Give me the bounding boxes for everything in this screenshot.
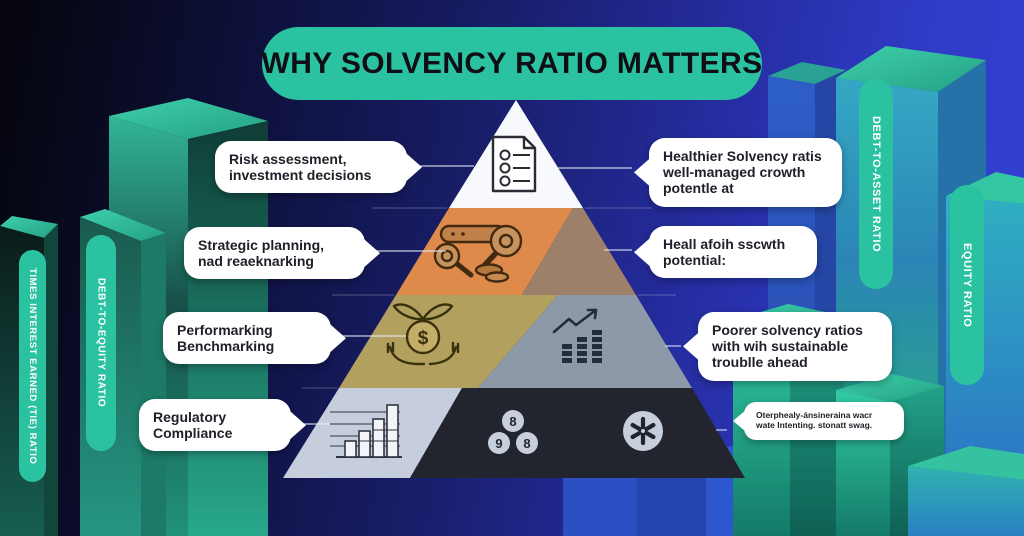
pillar-label-debt-to-equity: DEBT-TO-EQUITY RATIO	[86, 235, 116, 451]
dollar-glyph: $	[418, 328, 429, 349]
checklist-document-icon	[491, 135, 537, 193]
pillar-label-text: EQUITY RATIO	[961, 242, 973, 328]
pillar-label-equity-ratio: EQUITY RATIO	[950, 185, 984, 385]
callout-text: Risk assessment, investment decisions	[229, 151, 372, 184]
callout-healthier-solvency: Healthier Solvency ratis well-managed cr…	[649, 138, 842, 207]
page-title: WHY SOLVENCY RATIO MATTERS	[261, 46, 763, 80]
pyramid-level-3-left	[339, 295, 558, 388]
callout-text: Healthier Solvency ratis well-managed cr…	[663, 148, 822, 197]
number-badges: 8 9 8	[488, 410, 538, 454]
callout-risk-assessment: Risk assessment, investment decisions	[215, 141, 407, 194]
pillar-label-debt-to-asset: DEBT-TO-ASSET RATIO	[859, 79, 893, 289]
pillar-label-text: DEBT-TO-ASSET RATIO	[870, 115, 882, 253]
pyramid-level-2-left	[396, 208, 573, 295]
callout-text: Strategic planning, nad reaeknarking	[198, 237, 325, 270]
level-extension-lines	[302, 207, 676, 389]
badge-number: 8	[523, 436, 530, 451]
growth-chart-icon	[552, 308, 602, 363]
callout-regulatory-compliance: Regulatory Compliance	[139, 399, 291, 452]
pillar-label-text: DEBT-TO-EQUITY RATIO	[95, 278, 107, 408]
callout-text: Regulatory Compliance	[153, 409, 233, 442]
callout-text: Oterphealy-ánsineraina wacr wate Intenti…	[756, 410, 873, 430]
asterisk-icon	[623, 411, 663, 451]
pyramid-level-4-right	[410, 388, 745, 478]
callout-small-note: Oterphealy-ánsineraina wacr wate Intenti…	[744, 402, 904, 440]
pillar-label-times-interest-earned: TIMES INTEREST EARNED (TIE) RATIO	[19, 250, 46, 482]
pyramid-levels	[283, 100, 745, 478]
callout-text: Poorer solvency ratios with wih sustaina…	[712, 322, 863, 371]
callout-poorer-solvency: Poorer solvency ratios with wih sustaina…	[698, 312, 892, 381]
pillar-label-text: TIMES INTEREST EARNED (TIE) RATIO	[27, 267, 38, 465]
teal-box-3	[908, 446, 1024, 536]
pyramid-level-2-right	[522, 208, 636, 295]
callout-health-growth-potential: Heall afoih sscwth potential:	[649, 226, 817, 279]
callout-text: Heall afoih sscwth potential:	[663, 236, 786, 269]
hands-dollar-icon: $	[386, 303, 460, 366]
callout-performance-benchmarking: Performarking Benchmarking	[163, 312, 331, 365]
callout-strategic-planning: Strategic planning, nad reaeknarking	[184, 227, 365, 280]
bar-chart-icon	[330, 404, 402, 458]
callout-text: Performarking Benchmarking	[177, 322, 275, 355]
badge-number: 9	[495, 436, 502, 451]
badge-number: 8	[509, 414, 516, 429]
title-banner: WHY SOLVENCY RATIO MATTERS	[262, 27, 762, 100]
keys-coins-icon	[433, 224, 523, 283]
